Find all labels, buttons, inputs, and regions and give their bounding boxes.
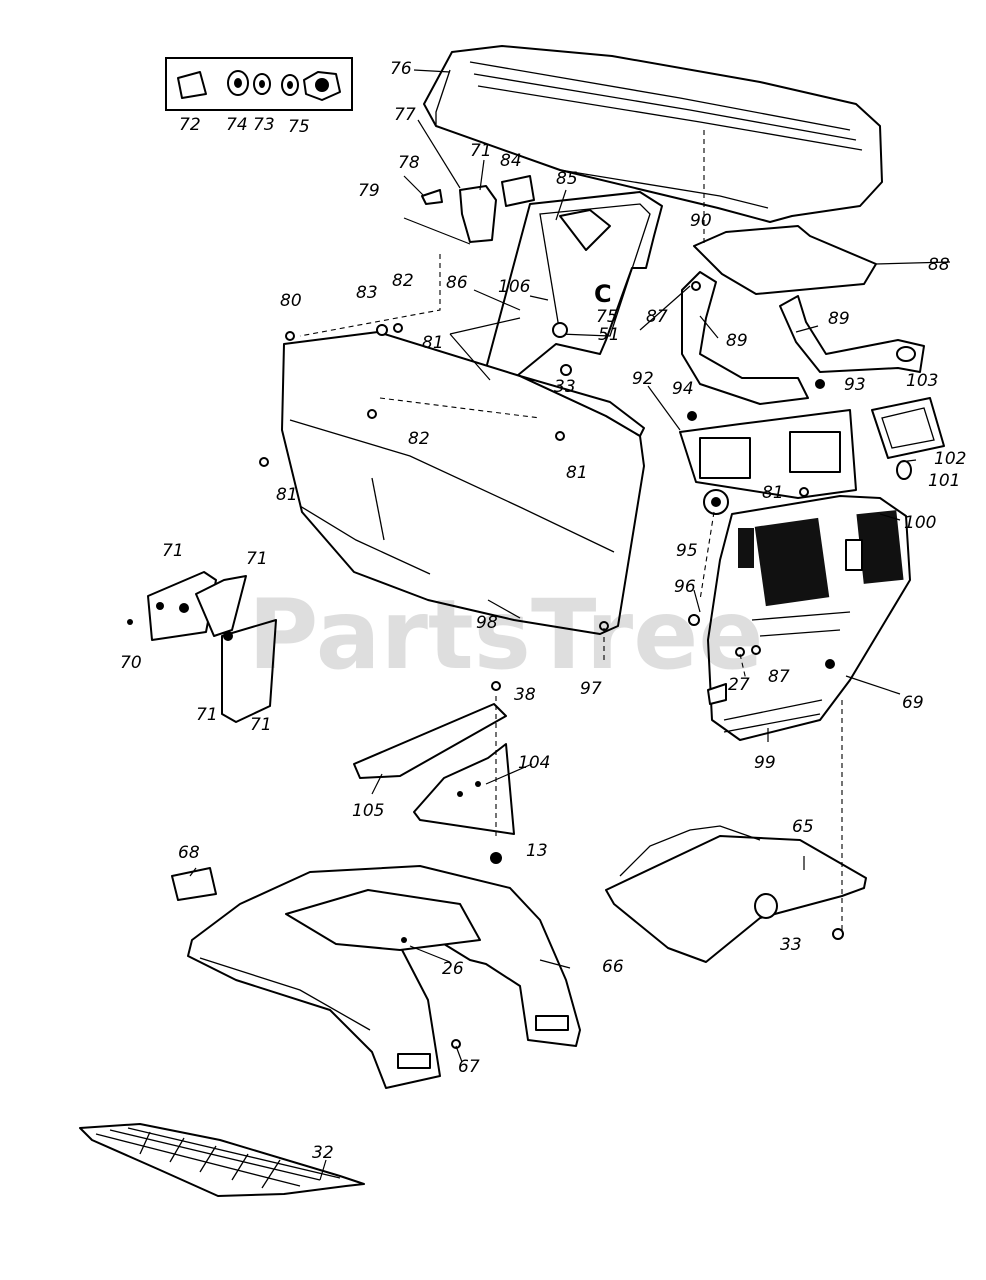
callout-82-top: 82: [392, 271, 414, 291]
fasteners: [127, 281, 844, 1049]
ignition-parts-inset: [165, 57, 353, 111]
callout-71-hinge-right: 71: [246, 549, 268, 569]
callout-27: 27: [728, 675, 750, 695]
callout-81-hood: 81: [566, 463, 588, 483]
callout-94: 94: [672, 379, 694, 399]
callout-78: 78: [398, 153, 420, 173]
callout-70: 70: [120, 653, 142, 673]
assembly-lines: [299, 130, 843, 932]
callout-87-grille: 87: [768, 667, 790, 687]
callout-33-frame: 33: [780, 935, 802, 955]
callout-66: 66: [602, 957, 624, 977]
callout-96: 96: [674, 577, 696, 597]
callout-68: 68: [178, 843, 200, 863]
callout-77: 77: [394, 105, 416, 125]
callout-85: 85: [556, 169, 578, 189]
callout-65: 65: [792, 817, 814, 837]
seat-latch-bracket: [403, 175, 535, 245]
headlight: [871, 397, 945, 480]
callout-69: 69: [902, 693, 924, 713]
hood: [281, 331, 645, 635]
callout-67: 67: [458, 1057, 480, 1077]
callout-88: 88: [928, 255, 950, 275]
callout-75: 75: [288, 117, 310, 137]
callout-104: 104: [518, 753, 550, 773]
callout-82-hood: 82: [408, 429, 430, 449]
callout-72: 72: [179, 115, 201, 135]
callout-32: 32: [312, 1143, 334, 1163]
callout-83: 83: [356, 283, 378, 303]
callout-33-panel: 33: [554, 377, 576, 397]
callout-71-hinge-top: 71: [162, 541, 184, 561]
callout-97: 97: [580, 679, 602, 699]
callout-89-left: 89: [726, 331, 748, 351]
callout-38: 38: [514, 685, 536, 705]
callout-51: 51: [598, 325, 620, 345]
callout-81-left: 81: [276, 485, 298, 505]
callout-98: 98: [476, 613, 498, 633]
callout-71-hinge-bottom: 71: [196, 705, 218, 725]
callout-99: 99: [754, 753, 776, 773]
callout-93: 93: [844, 375, 866, 395]
headlight-bracket: [679, 409, 857, 515]
grille: [707, 495, 911, 741]
callout-92: 92: [632, 369, 654, 389]
rear-fender: [187, 865, 581, 1089]
callout-79: 79: [358, 181, 380, 201]
watermark: PartsTree: [248, 579, 763, 691]
callout-86: 86: [446, 273, 468, 293]
seat-support: [681, 225, 925, 405]
callout-89-right: 89: [828, 309, 850, 329]
callout-102: 102: [934, 449, 966, 469]
hood-support-bracket: [353, 703, 515, 835]
callout-80: 80: [280, 291, 302, 311]
callout-13: 13: [526, 841, 548, 861]
callout-26: 26: [442, 959, 464, 979]
callout-101: 101: [928, 471, 960, 491]
leader-lines: [189, 69, 951, 1181]
seat: [423, 45, 883, 223]
callout-100: 100: [904, 513, 936, 533]
marker-c: C: [594, 280, 612, 308]
hood-hinge: [147, 571, 277, 723]
callout-87-top: 87: [646, 307, 668, 327]
callout-90: 90: [690, 211, 712, 231]
callout-74: 74: [226, 115, 248, 135]
callout-81-grille: 81: [762, 483, 784, 503]
callout-103: 103: [906, 371, 938, 391]
frame: [605, 825, 867, 963]
callout-106: 106: [498, 277, 531, 297]
callout-76: 76: [390, 59, 412, 79]
callout-labels: 72 74 73 75 76 77 78 79 71 84 85 80 83 8…: [120, 59, 966, 1163]
footrest-mat: [79, 1123, 365, 1197]
callout-95: 95: [676, 541, 698, 561]
callout-71-hinge-plate: 71: [250, 715, 272, 735]
callout-105: 105: [352, 801, 384, 821]
callout-84: 84: [500, 151, 522, 171]
callout-81-panel: 81: [422, 333, 444, 353]
reflector: [171, 867, 217, 901]
callout-73: 73: [253, 115, 275, 135]
callout-75-panel: 75: [596, 307, 618, 327]
callout-71-top: 71: [470, 141, 492, 161]
